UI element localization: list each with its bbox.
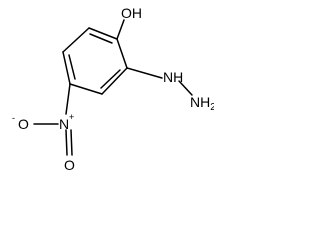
bond-c1-oh xyxy=(116,19,125,40)
ring-bond-c4-c5 xyxy=(62,51,71,85)
ring-double-bond-3 xyxy=(89,33,113,44)
benzene-ring xyxy=(62,27,128,95)
bond-nh-nh2 xyxy=(178,80,193,96)
ring-bond-c1-c2 xyxy=(116,38,128,69)
molecule-drawing: OH NH NH2 N + O - O xyxy=(12,5,214,173)
ring-double-bond-1 xyxy=(100,69,121,89)
hydrazine-nh-label: NH xyxy=(163,69,183,85)
ring-bond-c6-c1 xyxy=(88,27,118,40)
hydroxyl-label: OH xyxy=(121,5,142,21)
bond-c2-nh xyxy=(126,67,163,79)
ring-double-bond-2 xyxy=(68,54,76,80)
nitro-oxygen-single: O xyxy=(18,116,29,132)
bond-c4-n xyxy=(65,83,71,115)
bond-n-o-double-a xyxy=(65,129,68,156)
nitro-oxygen-double: O xyxy=(64,157,75,173)
nitro-plus-charge: + xyxy=(69,112,74,122)
structure-diagram: OH NH NH2 N + O - O xyxy=(12,5,214,173)
nitro-nitrogen-label: N xyxy=(59,116,69,132)
nitro-minus-charge: - xyxy=(12,113,15,123)
hydrazine-nh2-label: NH2 xyxy=(190,94,214,113)
ring-bond-c3-c4 xyxy=(69,83,103,95)
ring-bond-c5-c6 xyxy=(62,27,90,53)
ring-bond-c2-c3 xyxy=(101,67,128,95)
bond-n-o-double-b xyxy=(70,129,73,156)
